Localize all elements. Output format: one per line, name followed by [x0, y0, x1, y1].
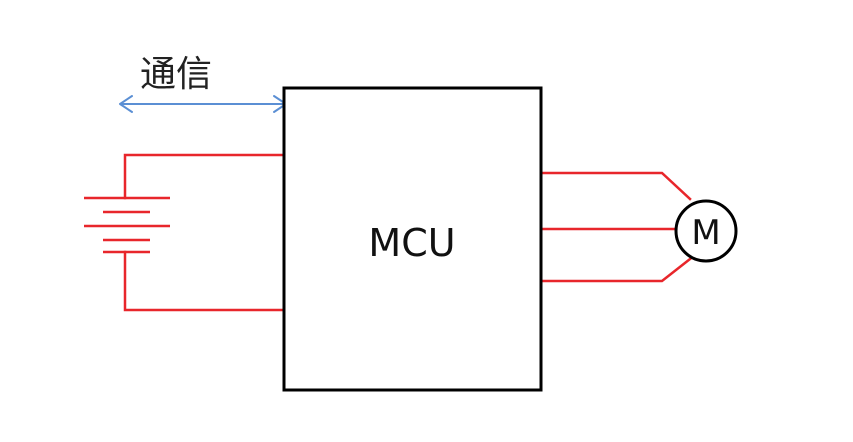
battery-wire-bottom	[123, 250, 288, 312]
motor-icon: M	[674, 199, 738, 263]
motor-label: M	[691, 213, 720, 253]
motor-wires	[539, 171, 692, 283]
battery-wire-top	[123, 153, 288, 200]
motor-wire-bottom	[539, 257, 692, 283]
mcu-label: MCU	[368, 221, 455, 265]
motor-circle	[674, 199, 738, 263]
motor-wire-top	[539, 171, 692, 201]
comm-arrow	[119, 95, 287, 113]
battery-icon	[84, 196, 170, 254]
battery-circuit	[84, 153, 288, 312]
mcu-box	[282, 86, 543, 392]
comm-label: 通信	[140, 54, 212, 95]
comm-arrow-head-left	[119, 95, 133, 113]
